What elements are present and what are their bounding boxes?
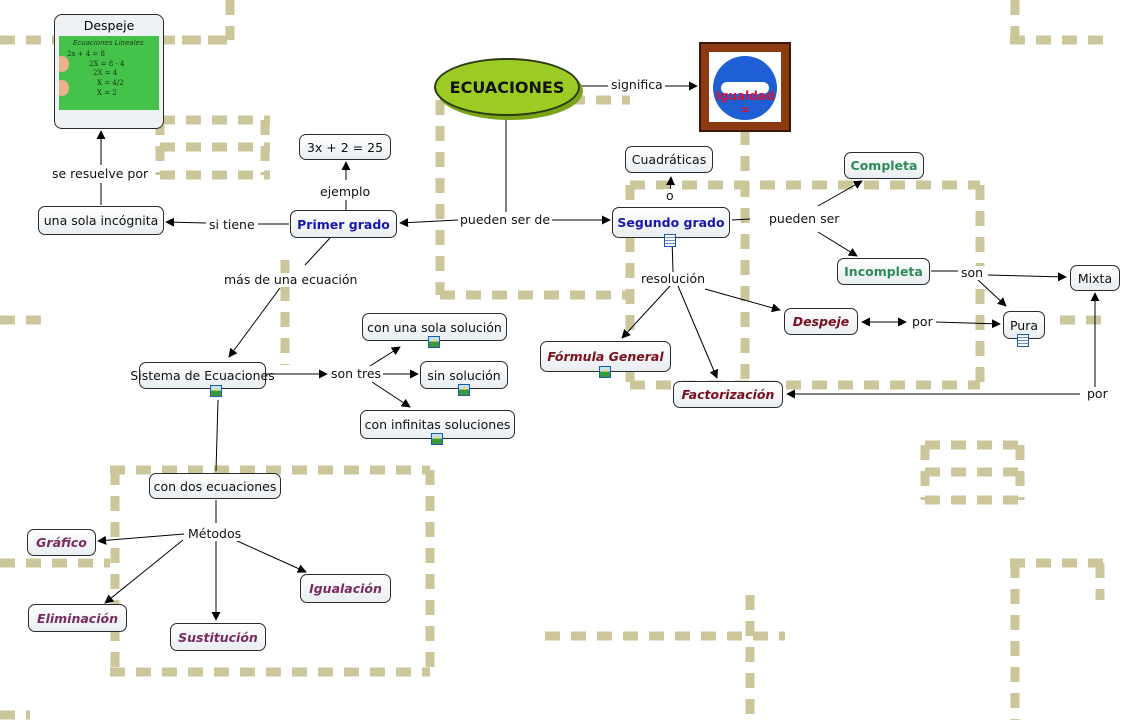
sign-word: Igualdad = [715,89,775,117]
no-entry-icon [713,56,777,120]
connector-line [371,381,411,408]
link-label-por: por [910,314,935,329]
connector-line [228,287,281,358]
node-incompleta[interactable]: Incompleta [837,258,930,285]
connector-line [104,539,184,604]
connector-line [97,533,185,545]
board-line: 2X = 8 - 4 [89,60,125,68]
igualdad-image[interactable]: Igualdad = [699,42,791,132]
board-line: 2X = 4 [93,69,118,77]
root-concept-ecuaciones[interactable]: ECUACIONES [434,58,580,116]
link-label-son-tres: son tres [329,366,384,381]
link-label-son: son [959,265,986,280]
board-line: X = 2 [97,89,117,97]
connector-line [215,399,219,472]
chalkboard-image: Ecuaciones Lineales 2x + 4 = 8 2X = 8 - … [59,36,159,110]
image-icon[interactable] [431,433,443,445]
despeje-card-title: Despeje [83,18,135,33]
connector-line [817,231,858,257]
node-grafico[interactable]: Gráfico [27,529,96,556]
sign-frame: Igualdad = [709,52,781,122]
no-entry-bar [721,82,769,94]
node-igualacion[interactable]: Igualación [300,574,391,603]
node-dos-ecuaciones[interactable]: con dos ecuaciones [149,473,281,499]
connector-line [935,319,1001,329]
connector-line [304,237,331,266]
node-ejemplo-ecuacion[interactable]: 3x + 2 = 25 [299,134,391,160]
link-label-si-tiene: si tiene [207,217,257,232]
link-label-pueden-ser: pueden ser [767,211,842,226]
hand-image [59,56,69,72]
connector-line [731,218,751,221]
connector-line [399,218,459,228]
node-completa[interactable]: Completa [844,152,924,179]
node-formula-general[interactable]: Fórmula General [540,341,671,372]
despeje-image-card[interactable]: Despeje Ecuaciones Lineales 2x + 4 = 8 2… [54,14,164,129]
node-cuadraticas[interactable]: Cuadráticas [625,146,713,173]
link-label-por-factorizacion: por [1085,386,1110,401]
link-label-mas-de-una-ecuacion: más de una ecuación [222,272,360,287]
node-eliminacion[interactable]: Eliminación [28,604,127,632]
link-label-pueden-ser-de: pueden ser de [458,212,553,227]
link-label-se-resuelve-por: se resuelve por [50,166,151,181]
node-sustitucion[interactable]: Sustitución [170,623,266,651]
connector-line [369,346,401,367]
connector-line [677,285,718,379]
connector-line [817,180,863,207]
board-line: X = 4/2 [97,79,124,87]
node-primer-grado[interactable]: Primer grado [290,210,397,238]
board-title: Ecuaciones Lineales [73,39,144,47]
link-label-o: o [664,188,676,203]
connector-line [977,279,1007,307]
node-pura[interactable]: Pura [1003,311,1045,339]
connector-line [987,272,1067,282]
link-label-ejemplo: ejemplo [318,184,373,199]
board-line: 2x + 4 = 8 [67,50,105,58]
connector-line [704,288,781,313]
connector-line [165,217,207,227]
link-label-resolucion: resolución [639,271,708,286]
image-icon[interactable] [210,385,222,397]
node-factorizacion[interactable]: Factorización [673,381,783,408]
image-icon[interactable] [599,366,611,378]
connector-line [621,285,671,339]
node-mixta[interactable]: Mixta [1070,265,1120,291]
image-icon[interactable] [428,336,440,348]
hand-image [59,80,69,96]
document-icon[interactable] [1017,334,1029,347]
image-icon[interactable] [458,384,470,396]
node-sistema-de-ecuaciones[interactable]: Sistema de Ecuaciones [130,362,275,389]
document-icon[interactable] [664,234,676,247]
node-despeje[interactable]: Despeje [784,308,858,335]
link-label-significa: significa [609,77,665,92]
node-una-sola-incognita[interactable]: una sola incógnita [38,206,164,235]
connector-line [234,539,307,573]
link-label-metodos: Métodos [186,526,244,541]
